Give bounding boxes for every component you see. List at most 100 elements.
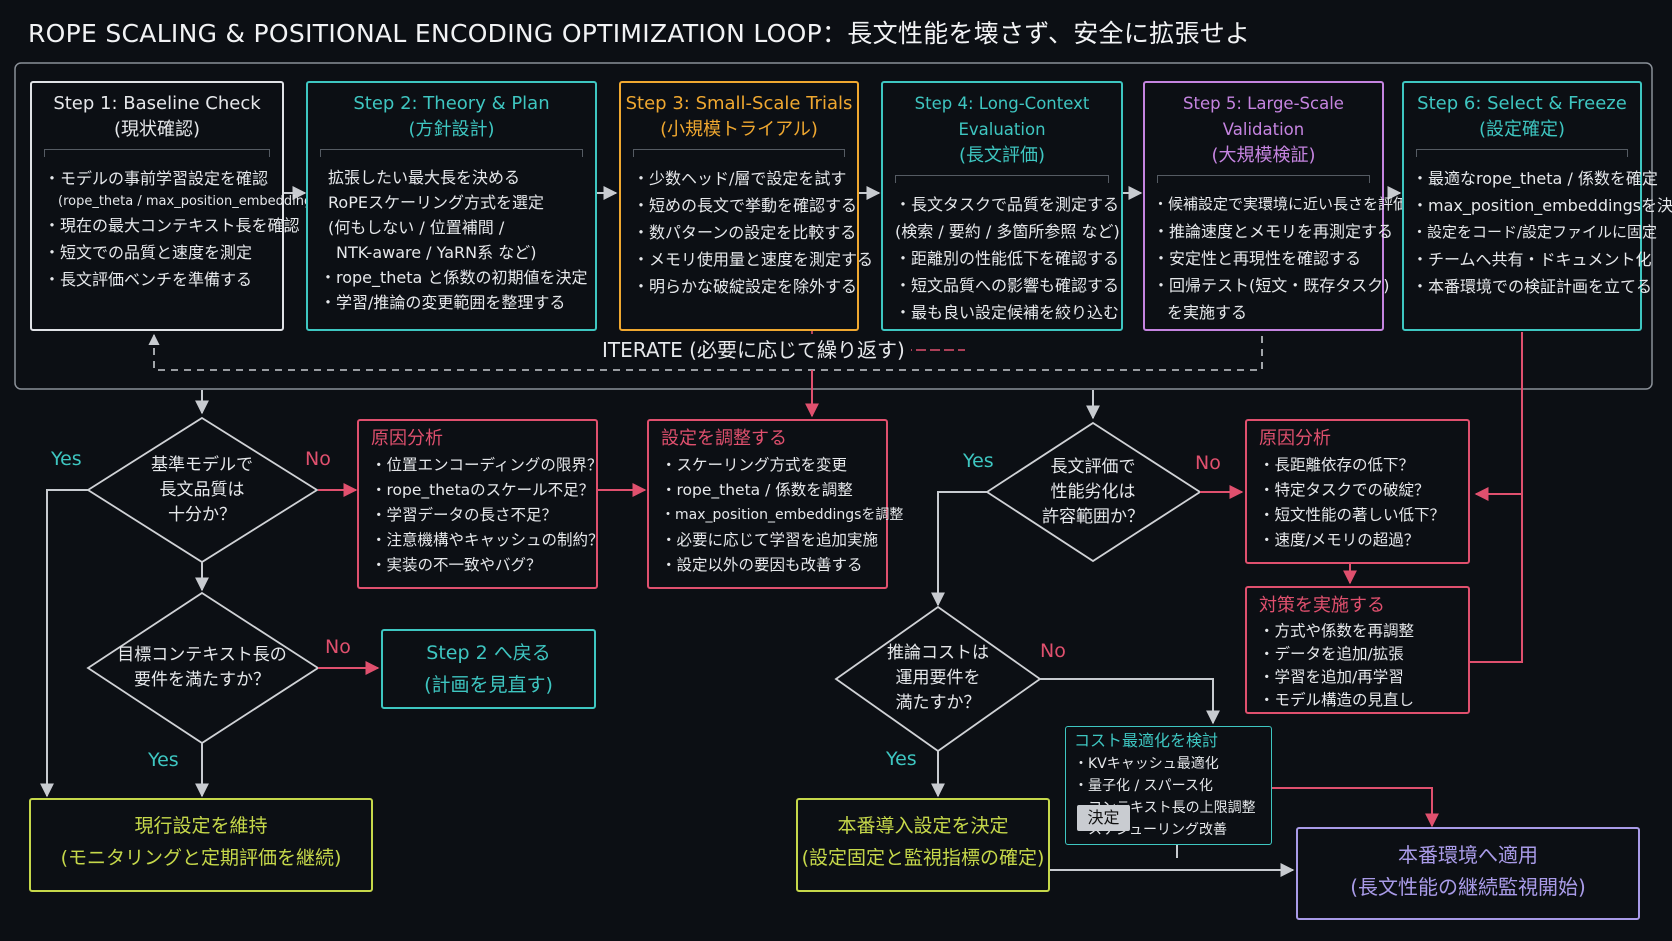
cause-analysis-title: 原因分析: [371, 428, 443, 449]
step2-item: 拡張したい最大長を決める: [328, 168, 521, 187]
decision-2-yes: Yes: [148, 749, 179, 771]
cause-item: ・rope_thetaのスケール不足？: [371, 481, 595, 499]
decision-4-text: 推論コストは運用要件を満たすか？: [887, 643, 989, 713]
step6-subtitle: (設定確定): [1478, 119, 1566, 140]
adjust-item: ・max_position_embeddingsを調整: [661, 507, 904, 523]
decision-4-no: No: [1040, 640, 1066, 662]
step3-item: ・メモリ使用量と速度を測定する: [633, 250, 874, 269]
measure-item: ・データを追加/拡張: [1259, 645, 1404, 663]
decision-1-text: 基準モデルで長文品質は十分か？: [151, 455, 253, 525]
step1-subtitle: (現状確認): [113, 119, 201, 140]
step6-title: Step 6: Select & Freeze: [1417, 93, 1627, 114]
step6-item: ・設定をコード/設定ファイルに固定: [1412, 223, 1658, 241]
step5-item: ・安定性と再現性を確認する: [1153, 249, 1362, 268]
decision-1-yes: Yes: [51, 448, 82, 470]
step1-title: Step 1: Baseline Check: [53, 93, 261, 114]
step5-card: Step 5: Large-Scale Validation (大規模検証) ・…: [1143, 81, 1409, 331]
adjust-item: ・必要に応じて学習を追加実施: [661, 531, 879, 549]
decision-3-yes: Yes: [963, 450, 994, 472]
cause-item: ・注意機構やキャッシュの制約？: [371, 531, 604, 549]
step5-item: を実施する: [1167, 303, 1248, 322]
adjust-item: ・rope_theta / 係数を調整: [661, 481, 853, 499]
step3-item: ・少数ヘッド/層で設定を試す: [633, 169, 847, 188]
page-title: ROPE SCALING & POSITIONAL ENCODING OPTIM…: [28, 19, 1251, 48]
step4-card: Step 4: Long-Context Evaluation (長文評価) ・…: [881, 81, 1123, 331]
cause-analysis-panel-1: 原因分析 ・位置エンコーディングの限界？ ・rope_thetaのスケール不足？…: [357, 419, 604, 589]
measure-item: ・方式や係数を再調整: [1259, 622, 1415, 640]
step2-item: RoPEスケーリング方式を選定: [328, 193, 544, 212]
adjust-settings-panel: 設定を調整する ・スケーリング方式を変更 ・rope_theta / 係数を調整…: [647, 419, 904, 589]
back-to-step2-box: Step 2 へ戻る(計画を見直す): [381, 629, 596, 709]
cause-analysis-title: 原因分析: [1259, 428, 1331, 449]
step6-item: ・チームへ共有・ドキュメント化: [1412, 250, 1652, 269]
decision-1-no: No: [305, 448, 331, 470]
step2-item: NTK-aware / YaRN系 など): [336, 243, 537, 262]
step1-card: Step 1: Baseline Check (現状確認) ・モデルの事前学習設…: [30, 81, 325, 331]
cause-analysis-panel-2: 原因分析 ・長距離依存の低下？ ・特定タスクでの破綻？ ・短文性能の著しい低下？…: [1245, 419, 1470, 564]
step4-item: (検索 / 要約 / 多箇所参照 など): [895, 222, 1120, 241]
cost-title: コスト最適化を検討: [1074, 731, 1219, 750]
decision-tag: 決定: [1077, 805, 1130, 831]
production-apply-box: 本番環境へ適用(長文性能の継続監視開始): [1296, 827, 1640, 920]
step3-title: Step 3: Small-Scale Trials: [625, 93, 853, 114]
step4-item: ・長文タスクで品質を測定する: [895, 195, 1120, 214]
step2-title: Step 2: Theory & Plan: [353, 93, 550, 114]
decision-diamond-3: [985, 421, 1202, 563]
step5-item: ・候補設定で実環境に近い長さを評価: [1153, 195, 1409, 213]
cause-item: ・特定タスクでの破綻？: [1259, 481, 1430, 499]
step1-item: (rope_theta / max_position_embeddings): [58, 194, 325, 209]
step1-item: ・現在の最大コンテキスト長を確認: [44, 216, 300, 235]
decision-3-no: No: [1195, 452, 1221, 474]
step6-card: Step 6: Select & Freeze (設定確定) ・最適なrope_…: [1402, 81, 1672, 331]
step6-item: ・最適なrope_theta / 係数を確定: [1412, 169, 1658, 188]
step5-title: Step 5: Large-Scale Validation: [1183, 94, 1344, 139]
step3-card: Step 3: Small-Scale Trials (小規模トライアル) ・少…: [619, 81, 874, 331]
step4-title: Step 4: Long-Context Evaluation: [914, 94, 1090, 139]
step3-item: ・数パターンの設定を比較する: [633, 223, 857, 242]
cause-item: ・位置エンコーディングの限界？: [371, 456, 603, 474]
step4-item: ・距離別の性能低下を確認する: [895, 249, 1120, 268]
step5-item: ・回帰テスト(短文・既存タスク): [1153, 276, 1390, 295]
adjust-item: ・設定以外の要因も改善する: [661, 556, 863, 574]
loop-container: [14, 62, 1653, 390]
step4-item: ・短文品質への影響も確認する: [895, 276, 1120, 295]
cause-item: ・学習データの長さ不足？: [371, 506, 558, 524]
cause-item: ・速度/メモリの超過？: [1259, 531, 1420, 549]
step5-item: ・推論速度とメモリを再測定する: [1153, 222, 1394, 241]
decision-3-text: 長文評価で性能劣化は許容範囲か？: [1042, 457, 1144, 527]
step2-item: ・rope_theta と係数の初期値を決定: [320, 268, 588, 287]
step6-item: ・本番環境での検証計画を立てる: [1412, 277, 1653, 296]
step6-item: ・max_position_embeddingsを決定: [1412, 196, 1672, 215]
decision-2-text: 目標コンテキスト長の要件を満たすか？: [117, 645, 287, 690]
adjust-item: ・スケーリング方式を変更: [661, 456, 848, 474]
step3-item: ・短めの長文で挙動を確認する: [633, 196, 858, 215]
adjust-title: 設定を調整する: [661, 428, 787, 449]
measure-item: ・学習を追加/再学習: [1259, 668, 1404, 686]
production-decision-box: 本番導入設定を決定(設定固定と監視指標の確定): [796, 798, 1050, 892]
step1-item: ・長文評価ベンチを準備する: [44, 270, 253, 289]
step5-subtitle: (大規模検証): [1211, 145, 1316, 166]
decision-4-yes: Yes: [886, 748, 917, 770]
cost-item: ・KVキャッシュ最適化: [1074, 756, 1219, 772]
cause-item: ・実装の不一致やバグ？: [371, 556, 542, 574]
step3-subtitle: (小規模トライアル): [660, 119, 818, 140]
iterate-label: ITERATE (必要に応じて繰り返す): [596, 334, 911, 363]
cause-item: ・長距離依存の低下？: [1259, 456, 1415, 474]
step2-card: Step 2: Theory & Plan (方針設計) 拡張したい最大長を決め…: [306, 81, 597, 331]
step1-item: ・モデルの事前学習設定を確認: [44, 169, 269, 188]
decision-2-no: No: [325, 636, 351, 658]
step2-subtitle: (方針設計): [408, 119, 495, 140]
measures-title: 対策を実施する: [1259, 595, 1385, 616]
keep-current-box: 現行設定を維持(モニタリングと定期評価を継続): [29, 798, 373, 892]
step3-item: ・明らかな破綻設定を除外する: [633, 277, 858, 296]
step2-item: (何もしない / 位置補間 /: [328, 218, 505, 237]
cause-item: ・短文性能の著しい低下？: [1259, 506, 1446, 524]
cost-item: ・量子化 / スパース化: [1074, 778, 1213, 794]
step4-subtitle: (長文評価): [958, 145, 1046, 166]
measure-item: ・モデル構造の見直し: [1259, 691, 1415, 709]
measures-panel: 対策を実施する ・方式や係数を再調整 ・データを追加/拡張 ・学習を追加/再学習…: [1245, 586, 1470, 714]
step1-item: ・短文での品質と速度を測定: [44, 243, 253, 262]
step4-item: ・最も良い設定候補を絞り込む: [895, 303, 1120, 322]
step2-item: ・学習/推論の変更範囲を整理する: [320, 293, 566, 312]
